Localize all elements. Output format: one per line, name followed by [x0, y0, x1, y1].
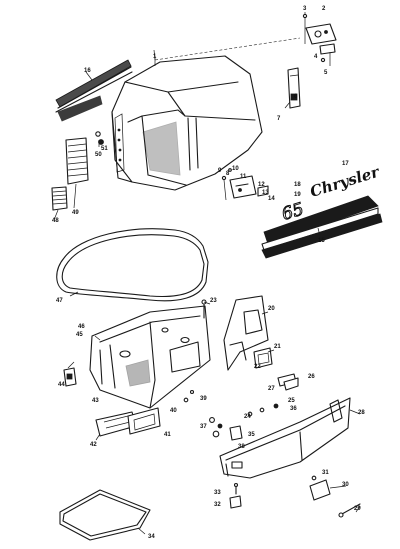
callout-49: 49	[72, 210, 79, 216]
callout-14: 14	[268, 196, 275, 202]
callout-24: 24	[244, 414, 251, 420]
screw-23	[201, 299, 207, 319]
callout-1: 1	[153, 54, 157, 60]
callout-2: 2	[322, 6, 326, 12]
callout-31: 31	[322, 470, 329, 476]
leader-lines	[53, 56, 361, 535]
callout-9: 9	[218, 168, 222, 174]
callout-48: 48	[52, 218, 59, 224]
callout-4: 4	[314, 54, 318, 60]
callout-51: 51	[101, 146, 108, 152]
callout-labels: 1 2 3 4 5 6 7 8 9 10 11 12 13 14 15 16 1…	[52, 6, 365, 540]
callout-46: 46	[78, 324, 85, 330]
part-30-31	[309, 475, 331, 501]
trim-strip-upper	[55, 59, 133, 113]
plate-7	[287, 67, 301, 109]
decal-stripe	[261, 195, 383, 259]
callout-3: 3	[303, 6, 307, 12]
cover-41	[127, 407, 161, 435]
decal-brand: Chrysler	[308, 163, 382, 201]
callout-18: 18	[294, 182, 301, 188]
grille-large	[65, 137, 89, 185]
bolt-29	[338, 503, 361, 518]
grille-small	[51, 186, 68, 211]
callout-47: 47	[56, 298, 63, 304]
callout-39: 39	[200, 396, 207, 402]
callout-12: 12	[258, 182, 265, 188]
callout-32: 32	[214, 502, 221, 508]
callout-15: 15	[318, 238, 325, 244]
latch-8-14	[221, 168, 269, 201]
callout-35: 35	[248, 432, 255, 438]
callout-37: 37	[200, 424, 207, 430]
latch-assembly	[302, 12, 337, 66]
callout-10: 10	[232, 166, 239, 172]
callout-25: 25	[288, 398, 295, 404]
callout-6: 6	[294, 94, 298, 100]
callout-44: 44	[58, 382, 65, 388]
callout-30: 30	[342, 482, 349, 488]
callout-16: 16	[84, 68, 91, 74]
lower-pan-right	[219, 397, 351, 479]
hood-seal	[56, 228, 209, 302]
hardware-cluster	[183, 373, 299, 441]
clip-44	[63, 367, 77, 387]
callout-50: 50	[95, 152, 102, 158]
callout-17: 17	[342, 161, 349, 167]
part-21-22	[253, 347, 273, 369]
callout-28: 28	[358, 410, 365, 416]
callout-21: 21	[274, 344, 281, 350]
callout-38: 38	[238, 444, 245, 450]
bracket-20	[223, 295, 269, 371]
callout-43: 43	[92, 398, 99, 404]
callout-29: 29	[354, 506, 361, 512]
callout-33: 33	[214, 490, 221, 496]
callout-42: 42	[90, 442, 97, 448]
callout-40: 40	[170, 408, 177, 414]
callout-19: 19	[294, 192, 301, 198]
motor-hood	[111, 55, 263, 191]
callout-20: 20	[268, 306, 275, 312]
callout-8: 8	[226, 171, 230, 177]
callout-22: 22	[254, 364, 261, 370]
callout-41: 41	[164, 432, 171, 438]
lower-pan-left	[89, 305, 211, 409]
callout-27: 27	[268, 386, 275, 392]
part-32-33	[229, 482, 242, 509]
handle-34	[59, 489, 151, 541]
callout-36: 36	[290, 406, 297, 412]
callout-5: 5	[324, 70, 328, 76]
callout-11: 11	[240, 174, 247, 180]
callout-7: 7	[277, 116, 281, 122]
callout-23: 23	[210, 298, 217, 304]
callout-34: 34	[148, 534, 155, 540]
side-trim	[57, 95, 103, 122]
hardware-50-51	[95, 131, 104, 145]
callout-13: 13	[262, 190, 269, 196]
callout-45: 45	[76, 332, 83, 338]
callout-26: 26	[308, 374, 315, 380]
